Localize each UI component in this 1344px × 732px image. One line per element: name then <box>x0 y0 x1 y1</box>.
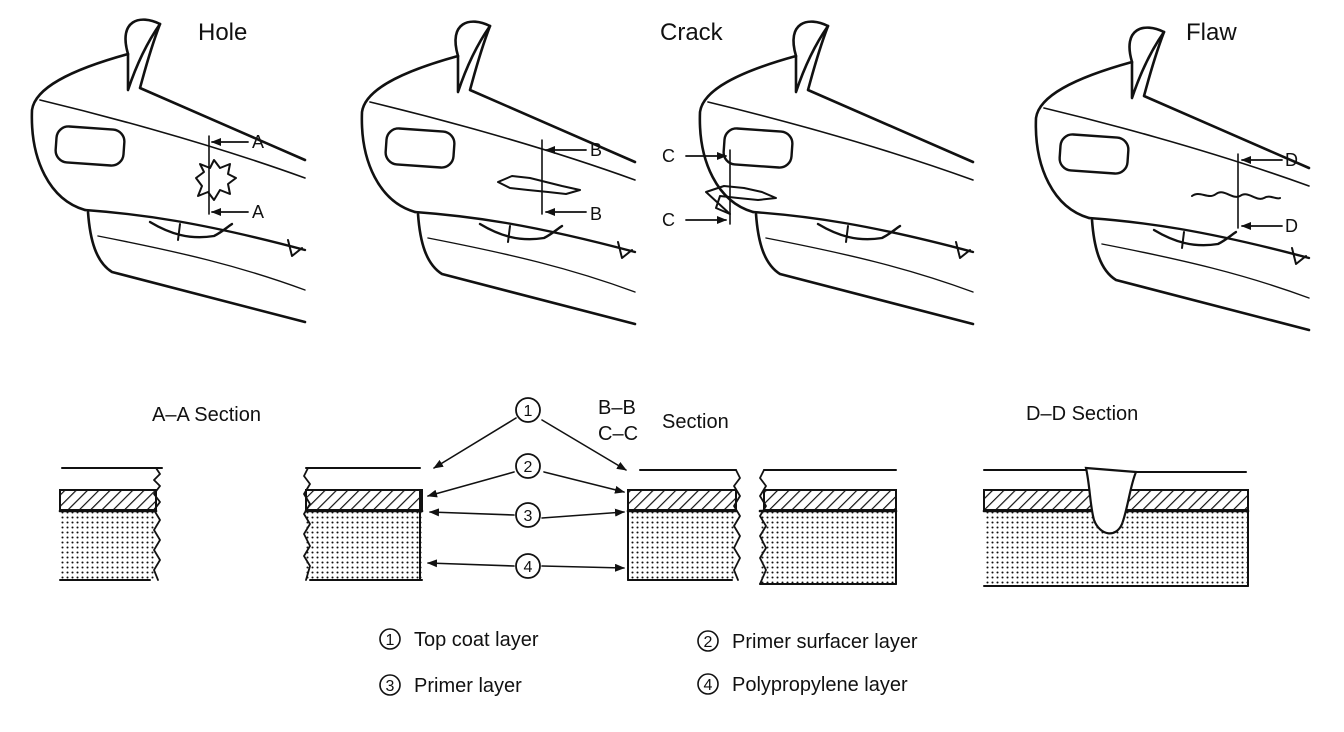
marker-a-top: A <box>252 132 264 152</box>
flaw-mark <box>1191 191 1281 200</box>
leader-arrows <box>427 417 627 572</box>
panel-hole: A A Hole <box>30 18 307 324</box>
legend-label-3: Primer layer <box>414 675 522 697</box>
cross-section-bb-left <box>303 467 424 581</box>
legend-num-2: 2 <box>704 634 713 651</box>
legend-label-4: Polypropylene layer <box>732 674 908 696</box>
section-title-word: Section <box>662 411 729 433</box>
panel-crack-c: C C Crack <box>660 19 975 326</box>
legend-num-4: 4 <box>704 677 713 694</box>
legend-num-3: 3 <box>386 678 395 695</box>
panel-flaw: D D Flaw <box>1034 19 1311 332</box>
crack-mark-b <box>497 175 581 195</box>
panel-title-flaw: Flaw <box>1186 19 1237 46</box>
panel-title-crack: Crack <box>660 19 724 46</box>
cross-section-dd <box>982 466 1250 587</box>
section-title-aa: A–A Section <box>152 404 261 426</box>
marker-d-bottom: D <box>1285 216 1298 236</box>
legend-num-1: 1 <box>386 632 395 649</box>
panel-title-hole: Hole <box>198 19 247 46</box>
section-title-dd: D–D Section <box>1026 403 1138 425</box>
cross-section-aa <box>58 467 163 581</box>
hole-mark <box>195 159 237 201</box>
callout-4: 4 <box>515 553 541 579</box>
callout-3-num: 3 <box>524 508 533 525</box>
callout-3: 3 <box>515 502 541 528</box>
cross-section-bb-right <box>758 469 898 585</box>
legend-label-1: Top coat layer <box>414 629 539 651</box>
marker-d-top: D <box>1285 150 1298 170</box>
legend: 1 Top coat layer 2 Primer surfacer layer… <box>379 628 918 697</box>
marker-b-top: B <box>590 140 602 160</box>
callout-1: 1 <box>515 397 541 423</box>
legend-item-4: 4 Polypropylene layer <box>697 673 908 696</box>
callout-2: 2 <box>515 453 541 479</box>
callout-2-num: 2 <box>524 459 533 476</box>
callout-4-num: 4 <box>524 559 533 576</box>
panel-crack-b: B B <box>360 20 637 326</box>
legend-item-1: 1 Top coat layer <box>379 628 539 651</box>
marker-c-bottom: C <box>662 210 675 230</box>
legend-label-2: Primer surfacer layer <box>732 631 918 653</box>
callout-1-num: 1 <box>524 403 533 420</box>
legend-item-2: 2 Primer surfacer layer <box>697 630 918 653</box>
flaw-groove <box>1084 466 1138 535</box>
section-title-cc: C–C <box>598 423 638 445</box>
cross-section-bb-middle <box>626 469 741 581</box>
marker-a-bottom: A <box>252 202 264 222</box>
marker-b-bottom: B <box>590 204 602 224</box>
legend-item-3: 3 Primer layer <box>379 674 522 697</box>
section-title-bb: B–B <box>598 397 636 419</box>
crack-mark-c <box>705 185 777 215</box>
marker-c-top: C <box>662 146 675 166</box>
